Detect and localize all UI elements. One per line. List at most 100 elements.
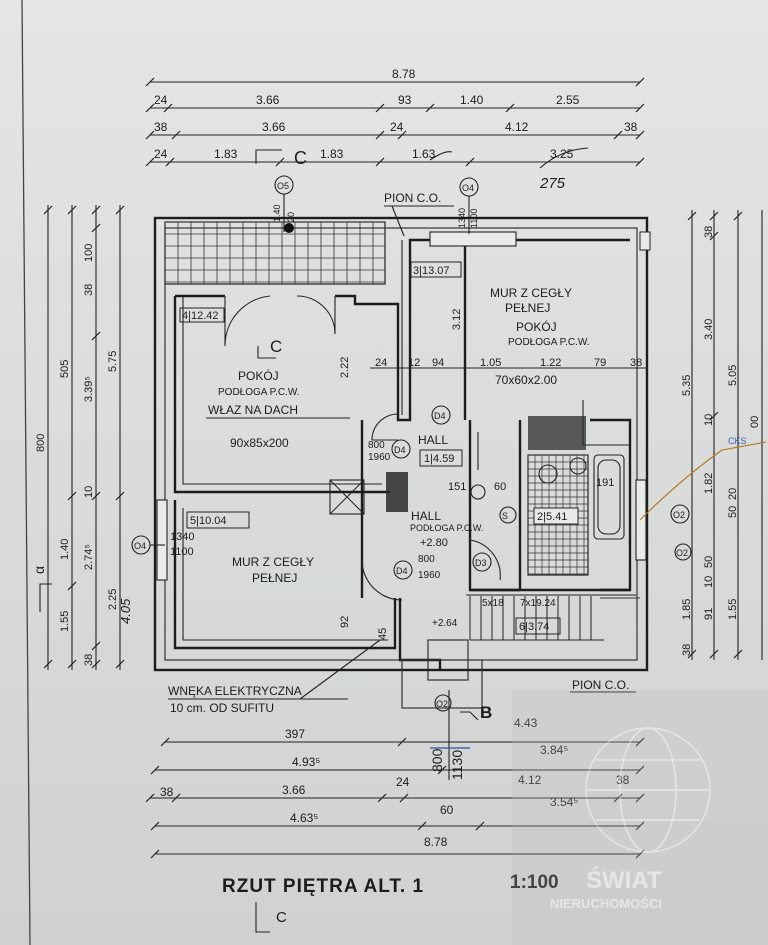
dim-left-10: 10 <box>83 486 95 498</box>
d4b-size-b: 1960 <box>368 452 391 463</box>
dim-top-r4-d: 1.83 <box>320 147 344 161</box>
pen-800: 800 <box>429 748 445 772</box>
dim-right-20: 20 <box>727 488 739 500</box>
window-o2b-label: O2 <box>676 548 688 558</box>
dim-right-185: 1.85 <box>681 599 693 620</box>
section-mark-top: C <box>294 148 307 168</box>
window-o4-label: O4 <box>462 183 474 193</box>
dim-top-r4-b: 1.83 <box>214 147 238 161</box>
stairs-count-b: 7x19.24 <box>520 598 556 609</box>
dim-bottom-3545: 3.54⁵ <box>550 795 578 809</box>
title-block: RZUT PIĘTRA ALT. 1 1:100 C <box>222 872 559 933</box>
dim-94: 94 <box>432 357 444 369</box>
pion-bottom-label: PION C.O. <box>572 678 629 692</box>
o4-top-size-a: 1340 <box>457 208 467 228</box>
dim-bottom-r3-b: 3.66 <box>282 783 306 797</box>
window-o2c-label: O2 <box>436 699 448 709</box>
level-264: +2.64 <box>432 618 458 629</box>
dim-right-10b: 10 <box>703 576 715 588</box>
dim-45: 45 <box>377 628 389 640</box>
dim-bottom-r3-d: 4.12 <box>518 773 542 787</box>
interior-dims: 151 60 191 2.22 3.12 24 12 94 1.05 1.22 … <box>339 309 646 640</box>
section-alpha: α <box>31 566 47 574</box>
plan-scale: 1:100 <box>510 872 559 893</box>
dim-left-800: 800 <box>35 434 47 452</box>
dim-60: 60 <box>494 481 506 493</box>
dim-bottom-r3-e: 38 <box>616 773 630 787</box>
dim-38-int: 38 <box>630 357 642 369</box>
dim-105: 1.05 <box>480 357 501 369</box>
dim-bottom-4635: 4.63⁵ <box>290 811 318 825</box>
handwritten-275: 275 <box>539 175 566 192</box>
door-d4b-label: D4 <box>394 445 406 455</box>
wneka-label-2: 10 cm. OD SUFITU <box>170 701 274 715</box>
dim-top-total: 8.78 <box>392 67 416 81</box>
bottom-dimensions: 397 4.43 4.93⁵ 3.84⁵ 38 3.66 24 4.12 38 … <box>145 716 645 859</box>
room4-note: WŁAZ NA DACH <box>208 403 298 417</box>
room5-wall: MUR Z CEGŁY <box>232 555 314 569</box>
dim-left-155: 1.55 <box>59 611 71 632</box>
dim-122: 1.22 <box>540 357 561 369</box>
window-o2-circle <box>670 504 690 524</box>
dim-right-340: 3.40 <box>703 319 715 340</box>
dim-bottom-r3-a: 38 <box>160 785 174 799</box>
dim-left-100: 100 <box>83 244 95 262</box>
marker-s: S <box>502 511 508 521</box>
dim-222: 2.22 <box>339 357 351 378</box>
annotations: PION C.O. PION C.O. WNĘKA ELEKTRYCZNA 10… <box>168 191 767 780</box>
room6-code: 6|3.74 <box>519 621 549 633</box>
room3-floor: PODŁOGA P.C.W. <box>508 337 590 348</box>
d4-size-a: 800 <box>418 554 435 565</box>
left-dimensions: 800 505 3.39⁵ 100 38 5.75 10 1.40 2.74⁵ … <box>31 205 133 670</box>
dim-bottom-3845: 3.84⁵ <box>540 743 568 757</box>
dim-top-r2-b: 3.66 <box>256 93 280 107</box>
dim-bottom-443: 4.43 <box>514 716 538 730</box>
dim-191: 191 <box>596 477 614 489</box>
watermark-line1: ŚWIAT <box>586 866 662 894</box>
d4-size-b: 1960 <box>418 570 441 581</box>
dim-top-r2-c: 93 <box>398 93 412 107</box>
section-c-room: C <box>270 337 282 356</box>
stairs <box>469 596 604 641</box>
dim-79: 79 <box>594 357 606 369</box>
dim-top-r3-d: 4.12 <box>505 120 529 134</box>
dim-top-r2-a: 24 <box>154 93 168 107</box>
window-o2-label: O2 <box>673 510 685 520</box>
dim-top-r3-b: 3.66 <box>262 120 286 134</box>
section-b: B <box>480 703 492 722</box>
dim-right-155: 1.55 <box>727 599 739 620</box>
dim-right-50b: 50 <box>703 556 715 568</box>
room4-door: 90x85x200 <box>230 436 289 450</box>
dim-right-00: 00 <box>749 416 761 428</box>
dim-left-38b: 38 <box>83 654 95 666</box>
dim-bottom-4935: 4.93⁵ <box>292 755 320 769</box>
room3-name: POKÓJ <box>516 319 557 334</box>
window-o2c-circle <box>434 694 452 712</box>
wneka-label: WNĘKA ELEKTRYCZNA <box>168 684 302 698</box>
hall-floor: PODŁOGA P.C.W. <box>410 523 483 533</box>
room4-floor: PODŁOGA P.C.W. <box>218 387 300 398</box>
dim-right-182: 1.82 <box>703 473 715 494</box>
dim-top-r2-d: 1.40 <box>460 93 484 107</box>
dim-left-38: 38 <box>83 284 95 296</box>
door-d4c-label: D4 <box>396 566 408 576</box>
watermark: ŚWIAT NIERUCHOMOŚCI <box>512 690 768 945</box>
dim-12: 12 <box>408 357 420 369</box>
room5-code: 5|10.04 <box>190 515 227 527</box>
right-dimensions: 38 3.40 5.35 5.05 10 1.82 00 20 50 10 1.… <box>681 210 763 660</box>
room1-code: 1|4.59 <box>424 453 454 465</box>
pen-1130: 1130 <box>449 750 465 780</box>
dim-right-50: 50 <box>727 506 739 518</box>
o4b-size-a: 1340 <box>170 531 194 543</box>
dim-right-505: 5.05 <box>727 365 739 386</box>
dim-left-2745: 2.74⁵ <box>83 544 95 570</box>
dim-151: 151 <box>448 481 466 493</box>
plan-title: RZUT PIĘTRA ALT. 1 <box>222 876 424 897</box>
door-d3-label: D3 <box>475 558 487 568</box>
top-dimensions: 8.78 24 3.66 93 1.40 2.55 38 3.66 24 4.1… <box>145 67 645 192</box>
room3-wall: MUR Z CEGŁY <box>490 286 572 300</box>
window-o2b-circle <box>674 543 692 561</box>
room4-code: 4|12.42 <box>182 310 219 322</box>
dim-top-r4-a: 24 <box>154 147 168 161</box>
